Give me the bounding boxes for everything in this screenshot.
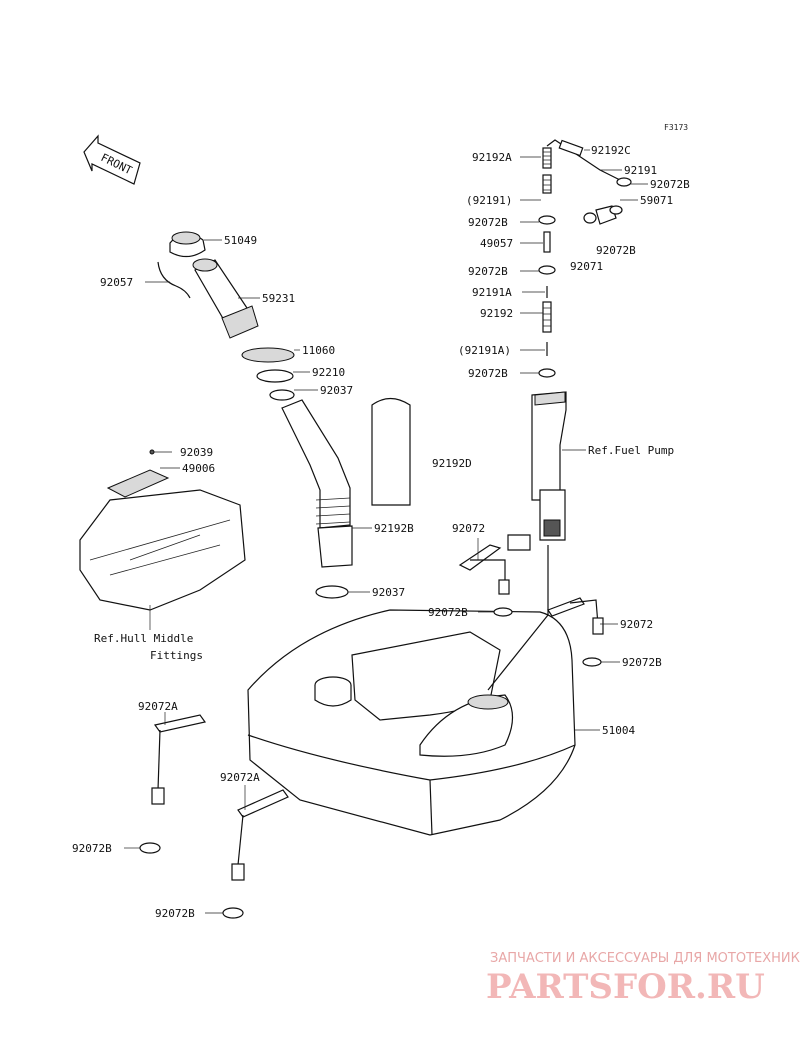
ring-92072B-g bbox=[582, 657, 602, 667]
label-51049: 51049 bbox=[224, 234, 257, 247]
ring-92072B-f bbox=[493, 607, 513, 617]
watermark-tagline: ЗАПЧАСТИ И АКСЕССУАРЫ ДЛЯ МОТОТЕХНИКИ bbox=[490, 951, 800, 966]
label-ref-fuel-pump: Ref.Fuel Pump bbox=[588, 444, 674, 457]
label-92072B-g: 92072B bbox=[622, 656, 662, 669]
nut bbox=[256, 369, 294, 383]
watermark-logo: PARTSFOR.RU bbox=[486, 967, 765, 1007]
hose-clamp-lower bbox=[315, 585, 349, 599]
label-92192D: 92192D bbox=[432, 457, 472, 470]
label-92191A: 92191A bbox=[472, 286, 512, 299]
label-92072B-e: 92072B bbox=[468, 367, 508, 380]
label-92072A-b: 92072A bbox=[220, 771, 260, 784]
label-11060: 11060 bbox=[302, 344, 335, 357]
label-92072A-a: 92072A bbox=[138, 700, 178, 713]
label-ref-hull-1: Ref.Hull Middle bbox=[94, 632, 193, 645]
fuel-tank bbox=[247, 609, 576, 836]
label-92072-a: 92072 bbox=[452, 522, 485, 535]
label-92210: 92210 bbox=[312, 366, 345, 379]
label-92071: 92071 bbox=[570, 260, 603, 273]
label-92072B-d: 92072B bbox=[468, 265, 508, 278]
ring-92072B-i bbox=[222, 907, 244, 919]
filler-cap bbox=[169, 231, 206, 258]
label-59071: 59071 bbox=[640, 194, 673, 207]
label-51004: 51004 bbox=[602, 724, 635, 737]
label-92191A-paren: (92191A) bbox=[458, 344, 511, 357]
strap-92072A-a bbox=[151, 714, 207, 805]
fuel-pump bbox=[487, 391, 567, 691]
strap-right bbox=[547, 597, 604, 635]
label-92072B-b: 92072B bbox=[468, 216, 508, 229]
vent-hose bbox=[371, 397, 411, 506]
label-92039: 92039 bbox=[180, 446, 213, 459]
label-92037-b: 92037 bbox=[372, 586, 405, 599]
label-ref-hull-2: Fittings bbox=[150, 649, 203, 662]
label-92072B-c: 92072B bbox=[596, 244, 636, 257]
label-92192B: 92192B bbox=[374, 522, 414, 535]
label-92192: 92192 bbox=[480, 307, 513, 320]
label-92072B-a: 92072B bbox=[650, 178, 690, 191]
label-92072B-f: 92072B bbox=[428, 606, 468, 619]
label-92191: 92191 bbox=[624, 164, 657, 177]
hull-fittings bbox=[79, 469, 246, 611]
front-arrow-icon: FRONT bbox=[83, 134, 141, 185]
ring-92072B-h bbox=[139, 842, 161, 854]
hose-clamp-upper bbox=[269, 389, 295, 401]
filler-hose bbox=[281, 399, 353, 568]
label-59231: 59231 bbox=[262, 292, 295, 305]
label-92191-paren: (92191) bbox=[466, 194, 512, 207]
pump-fittings bbox=[538, 139, 632, 378]
label-92057: 92057 bbox=[100, 276, 133, 289]
strap-92072A-b bbox=[231, 789, 289, 881]
label-92072-b: 92072 bbox=[620, 618, 653, 631]
label-49057: 49057 bbox=[480, 237, 513, 250]
label-92037-a: 92037 bbox=[320, 384, 353, 397]
label-92192C: 92192C bbox=[591, 144, 631, 157]
label-49006: 49006 bbox=[182, 462, 215, 475]
label-92072B-h: 92072B bbox=[72, 842, 112, 855]
label-92192A: 92192A bbox=[472, 151, 512, 164]
label-92072B-i: 92072B bbox=[155, 907, 195, 920]
figure-code: F3173 bbox=[664, 123, 688, 132]
seal-ring bbox=[241, 347, 295, 363]
strap-left-upper bbox=[458, 544, 510, 595]
filler-neck bbox=[192, 258, 259, 339]
